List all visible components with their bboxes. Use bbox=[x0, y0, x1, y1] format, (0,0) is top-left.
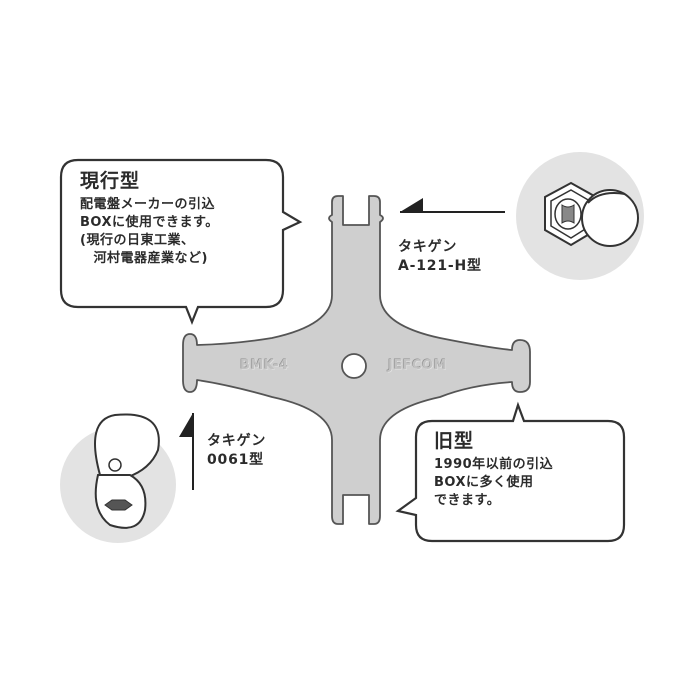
lock-label-model: 0061型 bbox=[207, 451, 264, 468]
arrow-left-icon bbox=[400, 198, 505, 213]
old-type-line: BOXに多く使用 bbox=[434, 475, 534, 491]
old-type-line: できます。 bbox=[434, 493, 501, 509]
lock-a121h-illustration bbox=[516, 152, 644, 280]
old-type-title: 旧型 bbox=[434, 430, 475, 452]
current-type-line: (現行の日東工業、 bbox=[80, 233, 195, 249]
current-type-text: 現行型 配電盤メーカーの引込 BOXに使用できます。 (現行の日東工業、 河村電… bbox=[80, 168, 219, 268]
current-type-bubble bbox=[59, 158, 303, 325]
bmk4-key-tool bbox=[182, 195, 531, 525]
lock-label-a121h: タキゲン A-121-H型 bbox=[398, 238, 482, 276]
old-type-text: 旧型 1990年以前の引込 BOXに多く使用 できます。 bbox=[434, 428, 553, 510]
lock-0061-illustration bbox=[60, 413, 176, 543]
old-type-line: 1990年以前の引込 bbox=[434, 457, 554, 473]
lock-label-maker: タキゲン bbox=[207, 433, 267, 449]
lock-label-model: A-121-H型 bbox=[398, 257, 482, 274]
lock-label-0061: タキゲン 0061型 bbox=[207, 432, 266, 470]
current-type-line: BOXに使用できます。 bbox=[80, 215, 219, 231]
old-type-bubble bbox=[395, 401, 626, 543]
lock-label-maker: タキゲン bbox=[398, 239, 458, 255]
engraving-model: BMK-4 bbox=[240, 358, 289, 373]
engraving-brand: JEFCOM bbox=[388, 358, 448, 373]
current-type-title: 現行型 bbox=[80, 170, 141, 192]
current-type-line: 河村電器産業など) bbox=[80, 251, 208, 267]
arrow-up-icon bbox=[179, 413, 194, 490]
current-type-line: 配電盤メーカーの引込 bbox=[80, 197, 216, 213]
